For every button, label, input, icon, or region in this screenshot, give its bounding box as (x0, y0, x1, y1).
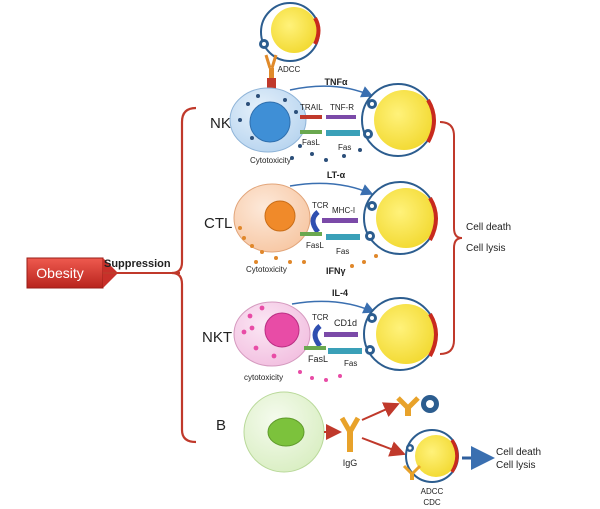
ctl-target-cell (363, 181, 438, 255)
cdc-label: CDC (423, 498, 441, 507)
tnfa-label: TNFα (324, 77, 347, 87)
fasl-nkt-ligand (304, 346, 326, 350)
tnfa-arrow (289, 85, 374, 98)
right-cell-death: Cell death (466, 222, 511, 233)
nkt-target-cell (363, 297, 438, 371)
adcc-bottom-label: ADCC (421, 487, 444, 496)
trail-label: TRAIL (300, 103, 323, 112)
tcr-nkt-label: TCR (312, 313, 329, 322)
ctl-label: CTL (204, 215, 232, 232)
igg-label: IgG (343, 458, 358, 468)
mhc1-receptor (322, 218, 358, 223)
fasl-ctl-ligand (300, 232, 322, 236)
right-cell-lysis: Cell lysis (466, 243, 505, 254)
b-label: B (216, 417, 226, 434)
nkt-granules (298, 370, 342, 382)
nk-granules (290, 144, 362, 162)
nkt-label: NKT (202, 329, 232, 346)
il4-arrow (291, 300, 376, 314)
antigen-icon (259, 39, 269, 49)
fas-ctl-receptor (326, 234, 360, 240)
igg-to-complement-arrow (361, 402, 400, 421)
ctl-cytotoxicity-label: Cytotoxicity (246, 265, 287, 274)
fasl-nk-ligand (300, 130, 322, 134)
fas-ctl-label: Fas (336, 247, 349, 256)
left-bracket (171, 106, 197, 444)
il4-label: IL-4 (332, 288, 348, 298)
tcr-ctl-receptor (310, 210, 320, 234)
cd1d-receptor (324, 332, 358, 337)
nk-cell (229, 87, 307, 153)
fas-nkt-receptor (328, 348, 362, 354)
bottom-cell-lysis: Cell lysis (496, 460, 535, 471)
trail-ligand (300, 115, 322, 119)
tcr-nkt-receptor (312, 324, 322, 348)
fasl-nkt-label: FasL (308, 354, 328, 364)
igg-antibody-icon (339, 416, 361, 452)
bottom-target-cell (402, 429, 459, 483)
tnfr-label: TNF-R (330, 103, 354, 112)
ctl-granules (238, 226, 388, 268)
bottom-cell-death: Cell death (496, 447, 541, 458)
tnfr-receptor (326, 115, 356, 119)
fasl-nk-label: FasL (302, 138, 320, 147)
adcc-top-label: ADCC (278, 65, 301, 74)
lta-label: LT-α (327, 170, 346, 180)
tcr-ctl-label: TCR (312, 201, 329, 210)
top-adcc-target-cell (259, 2, 321, 62)
nkt-cell (233, 301, 311, 367)
cd1d-label: CD1d (334, 318, 357, 328)
fas-nk-receptor (326, 130, 360, 136)
nk-target-cell (361, 83, 436, 157)
fas-nk-label: Fas (338, 143, 351, 152)
suppression-label: Suppression (104, 258, 171, 270)
ctl-cell (233, 183, 311, 253)
b-cell (243, 391, 325, 473)
nkt-cytotoxicity-label: cytotoxicity (244, 373, 283, 382)
igg-to-target-arrow (361, 437, 406, 457)
fc-receptor-top (264, 54, 278, 94)
right-bracket (439, 121, 463, 355)
fas-nkt-label: Fas (344, 359, 357, 368)
antibody-complement-icon (396, 395, 439, 416)
obesity-label: Obesity (36, 265, 83, 281)
ifng-label: IFNγ (326, 266, 346, 276)
nk-cytotoxicity-label: Cytotoxicity (250, 156, 291, 165)
fasl-ctl-label: FasL (306, 241, 324, 250)
nk-label: NK (210, 115, 231, 132)
mhc1-label: MHC-I (332, 206, 355, 215)
lta-arrow (289, 182, 374, 196)
